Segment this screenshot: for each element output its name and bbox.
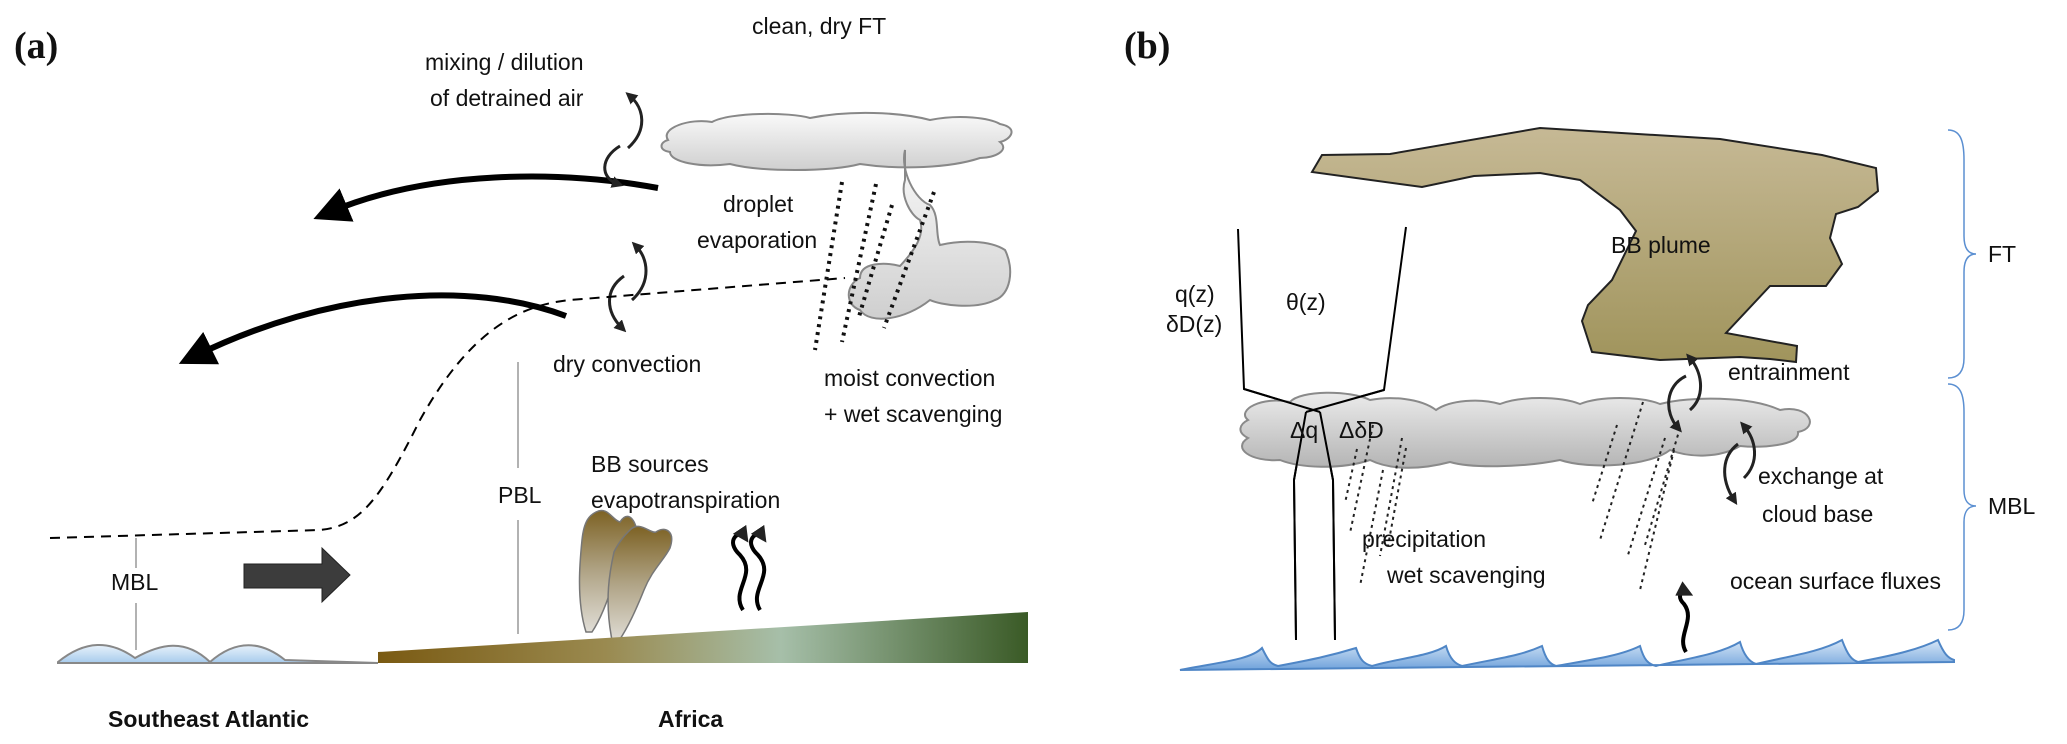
boundary-layer-top-line <box>49 277 846 539</box>
theta-inversion-segment <box>1305 389 1385 413</box>
lower-outflow-arrow <box>178 292 568 365</box>
dry-convection-label: dry convection <box>553 351 701 377</box>
smoke-plumes-icon <box>578 509 673 643</box>
ocean-surface-fluxes-label: ocean surface fluxes <box>1730 568 1941 594</box>
panel-a: (a) clean, <box>14 13 1028 732</box>
precipitation-lines <box>813 181 936 351</box>
exchange-label-line2: cloud base <box>1762 501 1873 527</box>
entrainment-label: entrainment <box>1728 359 1850 385</box>
wet-scavenging-label: wet scavenging <box>1386 562 1546 588</box>
q-profile-label: q(z) <box>1175 281 1215 307</box>
q-dD-profile-line-mbl <box>1319 411 1336 641</box>
theta-profile-line-mbl <box>1292 411 1307 641</box>
bb-plume-label: BB plume <box>1611 232 1711 258</box>
mbl-label-b: MBL <box>1988 493 2036 519</box>
precipitation-label: precipitation <box>1362 526 1486 552</box>
clean-dry-ft-label: clean, dry FT <box>752 13 886 39</box>
bb-plume-shape <box>1310 126 1880 364</box>
ft-brace <box>1947 129 1977 379</box>
ocean-waves-a <box>57 644 379 664</box>
mixing-circulation-icon <box>603 92 644 188</box>
mixing-label-line2: of detrained air <box>430 85 584 111</box>
mixing-label-line1: mixing / dilution <box>425 49 584 75</box>
evapotranspiration-arrows-icon <box>731 524 767 612</box>
onshore-flow-arrow <box>243 546 351 604</box>
drizzle-lines <box>1344 424 1407 587</box>
cloud-base-exchange-icon <box>1723 421 1756 506</box>
pbl-label: PBL <box>498 482 542 508</box>
ocean-flux-arrow <box>1675 581 1694 654</box>
moist-convection-label-line1: moist convection <box>824 365 995 391</box>
ft-label: FT <box>1988 241 2016 267</box>
q-dD-inversion-segment <box>1243 388 1321 413</box>
panel-b: (b) BB plume q(z) δD(z) θ(z) Δq ΔδD entr… <box>1124 25 2036 671</box>
africa-label: Africa <box>658 706 723 732</box>
southeast-atlantic-label: Southeast Atlantic <box>108 706 309 732</box>
mbl-brace <box>1947 383 1977 631</box>
anvil-cloud <box>660 111 1013 171</box>
panel-a-label: (a) <box>14 25 58 67</box>
stratocumulus-cloud-deck <box>1239 391 1811 469</box>
entrainment-circulation-icon <box>1667 353 1703 433</box>
delta-q-label: Δq <box>1290 417 1318 443</box>
ocean-waves-b <box>1179 638 1955 671</box>
theta-profile-label: θ(z) <box>1286 289 1326 315</box>
convective-cloud-tower <box>847 149 1012 320</box>
droplet-label-line1: droplet <box>723 191 794 217</box>
mbl-label-a: MBL <box>111 569 159 595</box>
droplet-label-line2: evaporation <box>697 227 817 253</box>
land-wedge <box>378 612 1028 663</box>
exchange-label-line1: exchange at <box>1758 463 1884 489</box>
bb-sources-label: BB sources <box>591 451 709 477</box>
precipitation-lines-b <box>1591 401 1681 591</box>
dry-convection-circulation-icon <box>608 241 648 333</box>
upper-outflow-arrow <box>313 173 659 222</box>
evapotranspiration-label: evapotranspiration <box>591 487 780 513</box>
dD-profile-label: δD(z) <box>1166 311 1222 337</box>
delta-dD-label: ΔδD <box>1339 417 1384 443</box>
panel-b-label: (b) <box>1124 25 1170 67</box>
moist-convection-label-line2: + wet scavenging <box>824 401 1002 427</box>
